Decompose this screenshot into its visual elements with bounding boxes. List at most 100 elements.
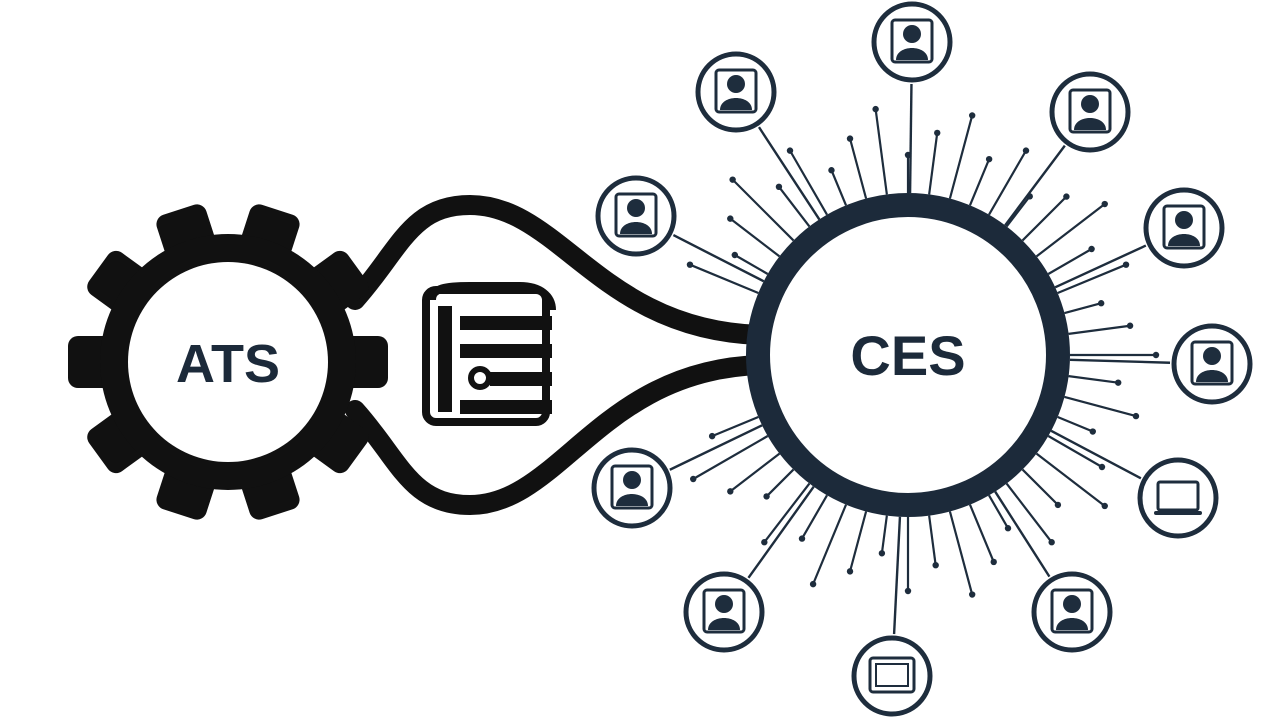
ray-dot (846, 135, 854, 142)
satellite-node (595, 175, 677, 257)
hub-ray (1068, 375, 1119, 384)
ray-dot (727, 488, 734, 495)
ray-dot (990, 558, 997, 566)
hub-ray (988, 494, 1009, 529)
satellite-spoke (1069, 358, 1171, 364)
ray-dot (1089, 428, 1096, 435)
ray-dot (1152, 351, 1160, 359)
ces-label: CES (850, 324, 965, 387)
satellite-spoke (747, 486, 815, 579)
satellite-spoke (1004, 144, 1066, 227)
ray-dot (1114, 379, 1122, 386)
satellite-node (1137, 457, 1219, 539)
satellite-node (683, 571, 765, 653)
hub-ray (1047, 248, 1093, 275)
hub-ray (1068, 324, 1131, 335)
satellite-node (851, 635, 933, 717)
hub-ray (830, 169, 848, 206)
hub-ray (1005, 195, 1031, 228)
hub-ray (948, 511, 974, 595)
user-icon (1050, 588, 1094, 634)
ray-dot (1126, 322, 1134, 329)
hub-ray (734, 254, 769, 275)
tablet-icon (868, 656, 916, 694)
hub-ray (1047, 435, 1103, 468)
ray-dot (1088, 245, 1095, 253)
user-icon (702, 588, 746, 634)
hub-ray (729, 452, 781, 493)
ray-dot (729, 176, 736, 183)
ray-dot (878, 550, 886, 557)
hub-ray (874, 108, 888, 195)
hub-ray (789, 150, 828, 216)
ray-dot (1054, 501, 1062, 509)
hub-ray (729, 217, 781, 258)
laptop-icon (1154, 480, 1202, 515)
hub-ray (928, 515, 937, 566)
ray-dot (1004, 525, 1012, 532)
hub-ray (689, 263, 759, 295)
ray-dot (985, 155, 993, 163)
ray-dot (968, 591, 976, 598)
hub-rays (686, 105, 1160, 598)
ray-dot (727, 215, 734, 222)
user-icon (1190, 340, 1234, 386)
ray-dot (968, 112, 976, 119)
hub-ray (801, 494, 828, 540)
ray-dot (1132, 412, 1140, 420)
ray-dot (686, 261, 694, 268)
satellite-spoke (1050, 429, 1142, 480)
ray-dot (1063, 193, 1070, 200)
ray-dot (1101, 502, 1108, 510)
ray-dot (1022, 147, 1030, 154)
ray-dot (763, 493, 770, 500)
gear-center (128, 262, 328, 462)
satellite-spoke (892, 516, 902, 635)
satellite-spoke (1054, 244, 1147, 289)
document-icon (422, 282, 556, 426)
ces-hub: CES (746, 193, 1070, 517)
ray-dot (904, 587, 912, 595)
hub-ray (1005, 482, 1053, 543)
hub-ray (1057, 263, 1127, 295)
hub-ray (968, 158, 991, 206)
hub-ray (988, 150, 1027, 216)
hub-ray (1064, 395, 1137, 418)
hub-ray (731, 178, 795, 242)
hub-ray (948, 115, 974, 199)
user-icon (714, 68, 758, 114)
hub-ray (848, 511, 868, 572)
hub-ray (928, 132, 939, 195)
hub-ray (1021, 468, 1059, 506)
satellite-spoke (994, 490, 1051, 578)
satellite-spoke (908, 83, 913, 194)
hub-ray (1021, 195, 1068, 242)
satellite-spoke (669, 424, 763, 471)
hub-ray (848, 138, 868, 199)
ray-dot (690, 475, 697, 483)
ray-dot (809, 580, 817, 588)
connector-band (345, 194, 770, 516)
hub-ray (778, 186, 811, 228)
satellite-node (1143, 187, 1225, 269)
hub-ray (968, 504, 995, 563)
ray-dot (1048, 539, 1055, 546)
ray-dot (786, 147, 794, 154)
hub-ray (1035, 203, 1106, 258)
satellite-group (591, 1, 1253, 717)
satellite-node (1171, 323, 1253, 405)
hub-ring (746, 193, 1070, 517)
ats-gear: ATS (68, 204, 388, 520)
user-icon (1068, 88, 1112, 134)
hub-ray (763, 482, 811, 543)
user-icon (610, 464, 654, 510)
hub-ray (1064, 302, 1102, 315)
hub-ray (812, 504, 848, 585)
ray-dot (798, 535, 806, 542)
ray-dot (932, 561, 939, 569)
hub-ray (880, 515, 888, 554)
ray-dot (828, 167, 835, 174)
satellite-node (695, 51, 777, 133)
ray-dot (761, 539, 768, 546)
